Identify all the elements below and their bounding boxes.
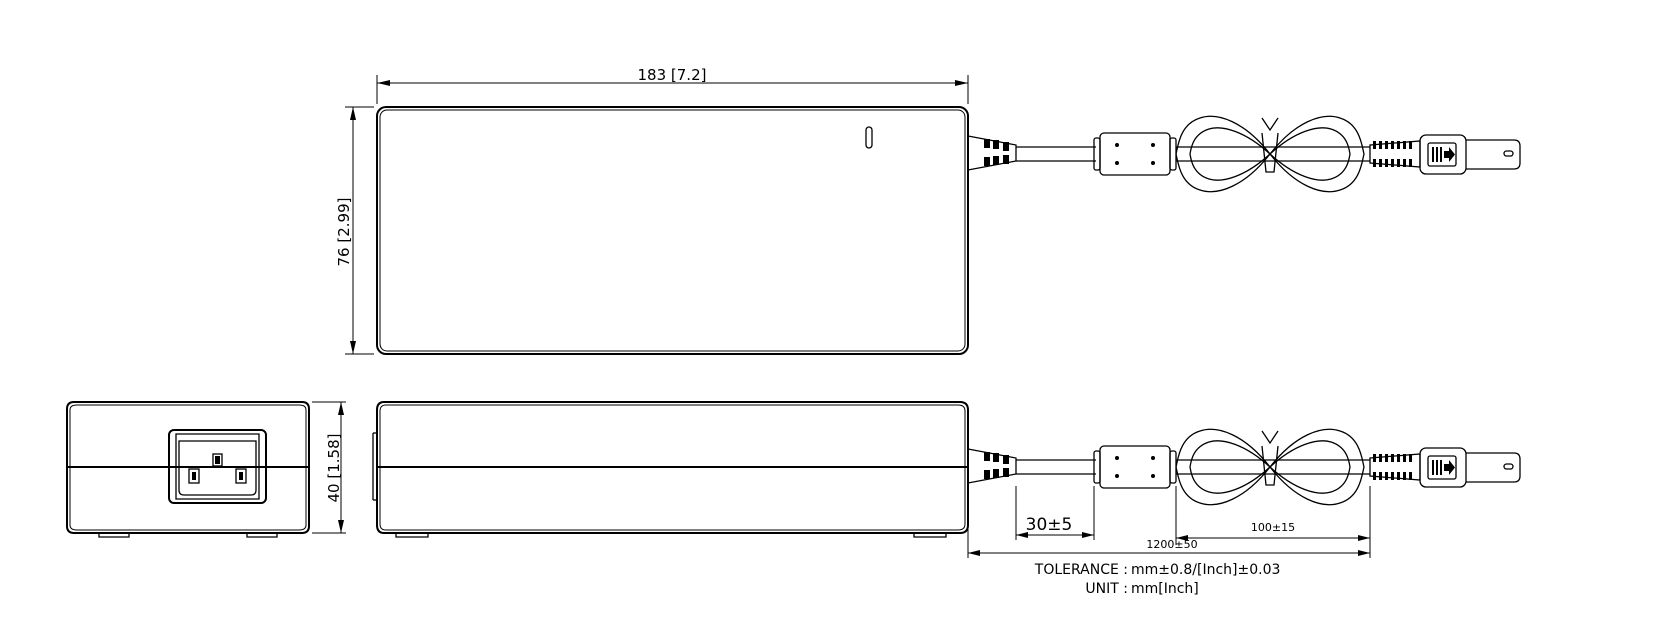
dimension-height: 40 [1.58] bbox=[312, 401, 346, 534]
dimension-length-label: 183 [7.2] bbox=[638, 66, 707, 84]
notes: TOLERANCE : mm±0.8/[Inch]±0.03 UNIT : mm… bbox=[1034, 562, 1281, 597]
dimension-width: 76 [2.99] bbox=[335, 106, 374, 355]
dimension-length: 183 [7.2] bbox=[376, 66, 969, 104]
ferrite-core-side bbox=[1093, 445, 1177, 489]
dc-connector-side bbox=[1369, 447, 1521, 488]
adapter-body-top bbox=[376, 106, 969, 355]
dimension-strain-relief: 30±5 bbox=[1015, 486, 1095, 540]
dimension-strain-relief-label: 30±5 bbox=[1026, 515, 1073, 535]
adapter-body-end bbox=[66, 401, 310, 534]
end-view: 40 [1.58] bbox=[66, 401, 346, 538]
tolerance-value: mm±0.8/[Inch]±0.03 bbox=[1131, 562, 1280, 578]
side-view: 30±5 100±15 1200±50 bbox=[372, 401, 1521, 558]
cable-loop-side bbox=[1175, 428, 1370, 506]
dimension-loop-label: 100±15 bbox=[1251, 521, 1295, 534]
ac-inlet bbox=[168, 429, 267, 504]
dimension-height-label: 40 [1.58] bbox=[325, 434, 343, 503]
dimension-cable-label: 1200±50 bbox=[1146, 538, 1197, 551]
cable-loop-top bbox=[1175, 115, 1370, 193]
strain-relief-side bbox=[967, 448, 1017, 484]
dimension-cable: 1200±50 bbox=[967, 486, 1371, 558]
unit-label: UNIT : bbox=[1085, 581, 1128, 597]
unit-value: mm[Inch] bbox=[1131, 581, 1199, 597]
dimension-width-label: 76 [2.99] bbox=[335, 198, 353, 267]
ferrite-core-top bbox=[1093, 132, 1177, 176]
led-indicator bbox=[865, 126, 873, 149]
adapter-body-side bbox=[376, 401, 969, 534]
tolerance-label: TOLERANCE : bbox=[1034, 562, 1128, 578]
strain-relief-top bbox=[967, 135, 1017, 171]
adapter-body-top-inner bbox=[379, 109, 966, 352]
dimension-loop: 100±15 bbox=[1175, 486, 1371, 545]
dc-connector-top bbox=[1369, 134, 1521, 175]
top-view: 183 [7.2] 76 [2.99] bbox=[335, 66, 1521, 355]
